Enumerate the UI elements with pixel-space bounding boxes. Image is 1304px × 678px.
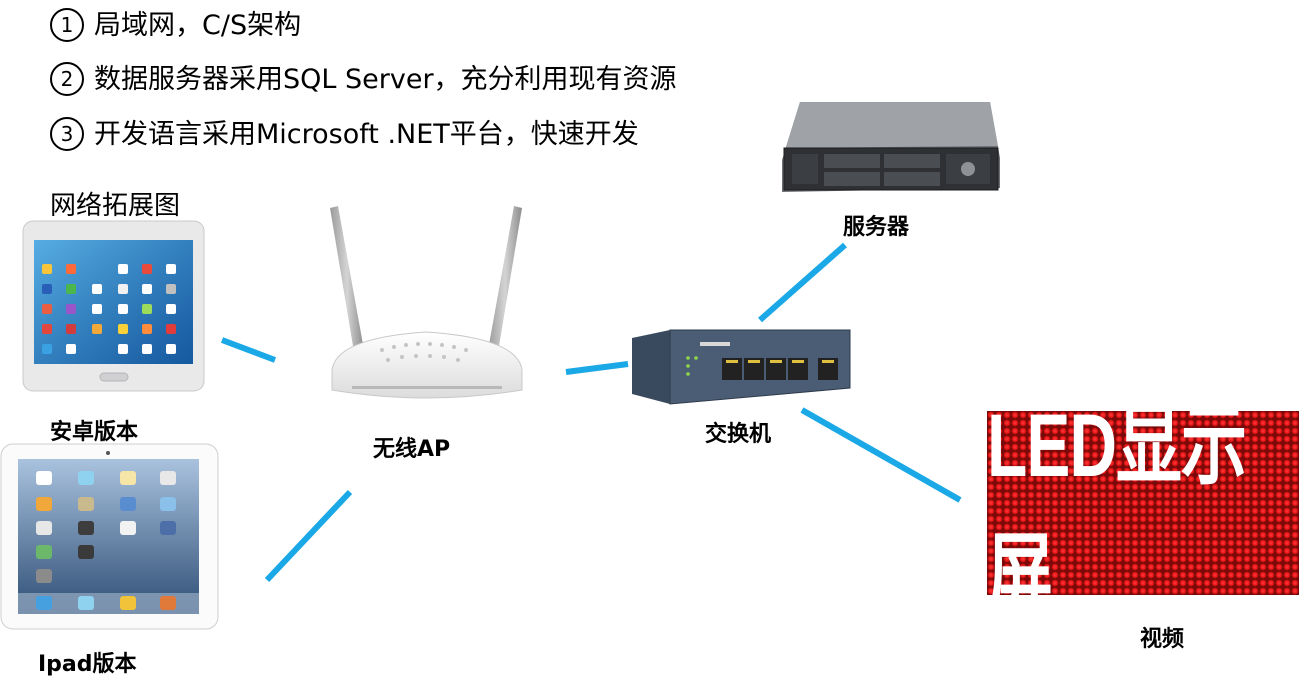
led-display: LED显示屏 <box>987 395 1299 625</box>
bullet-number: 1 <box>50 8 84 42</box>
bullet-number: 2 <box>50 62 84 96</box>
diagram-heading: 网络拓展图 <box>50 191 181 221</box>
bullet-text: 开发语言采用Microsoft .NET平台，快速开发 <box>94 119 639 150</box>
link-ipad-ap <box>264 489 353 583</box>
bullet-3: 3 开发语言采用Microsoft .NET平台，快速开发 <box>50 117 639 152</box>
link-ap-switch <box>565 361 629 375</box>
label-video: 视频 <box>1140 627 1185 652</box>
label-server: 服务器 <box>843 215 910 240</box>
wireless-ap-icon <box>330 206 523 399</box>
link-android-ap <box>220 337 277 363</box>
label-ap: 无线AP <box>373 437 451 462</box>
bullet-text: 局域网，C/S架构 <box>94 10 302 41</box>
bullet-text: 数据服务器采用SQL Server，充分利用现有资源 <box>94 64 677 95</box>
link-switch-server <box>758 242 847 323</box>
label-android: 安卓版本 <box>50 420 139 445</box>
led-display-text: LED显示屏 <box>987 395 1247 625</box>
label-switch: 交换机 <box>705 422 772 447</box>
bullet-number: 3 <box>50 117 84 151</box>
server-icon <box>782 102 1000 192</box>
network-switch-icon <box>632 329 851 405</box>
ipad-icon <box>0 443 219 630</box>
bullet-1: 1 局域网，C/S架构 <box>50 8 301 43</box>
label-ipad: Ipad版本 <box>38 652 137 677</box>
android-tablet-icon <box>22 220 205 392</box>
link-switch-led <box>800 407 962 503</box>
bullet-2: 2 数据服务器采用SQL Server，充分利用现有资源 <box>50 62 677 97</box>
